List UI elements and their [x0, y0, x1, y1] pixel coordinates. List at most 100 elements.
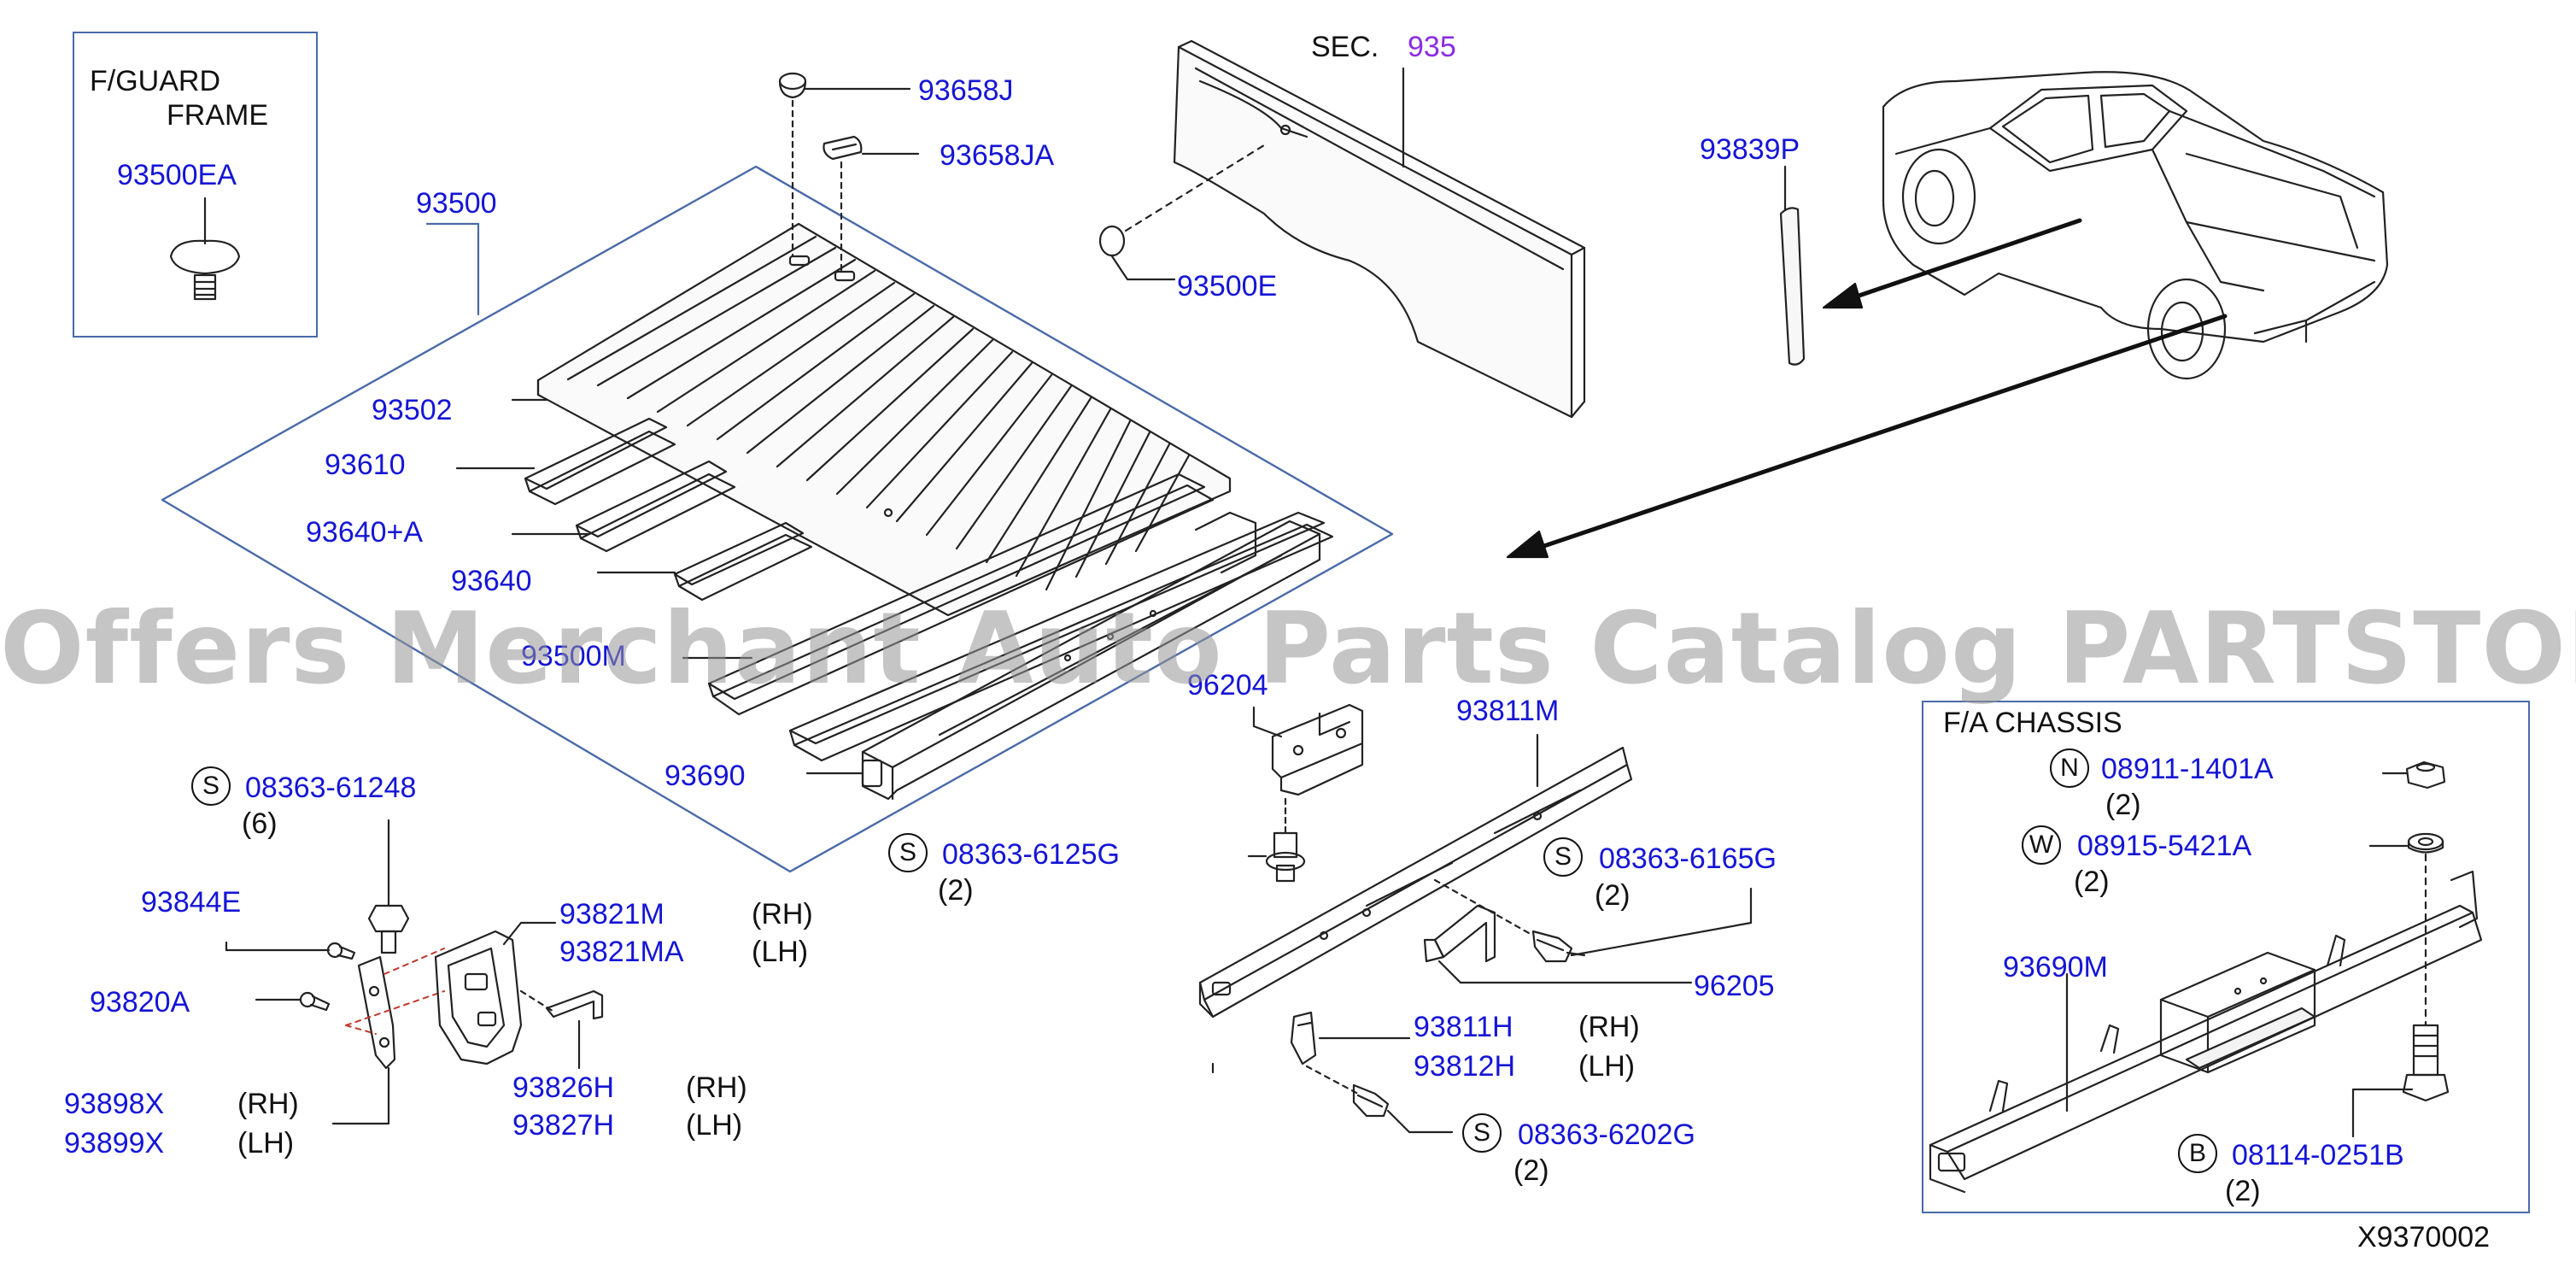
clip-93500EA [169, 197, 241, 301]
side-93898X: (RH) [237, 1088, 299, 1120]
screw-symbol-6202G: S [1462, 1113, 1502, 1153]
qty-08911-1401A: (2) [2105, 789, 2141, 821]
bracket-93821M [434, 930, 523, 1065]
floor-long-rail [788, 511, 1334, 762]
rear-frame-93690 [861, 511, 1321, 801]
section-number[interactable]: 935 [1408, 31, 1456, 63]
watermark-text: Offers Merchant Auto Parts Catalog PARTS… [0, 591, 2576, 707]
cross-member-93640A [575, 460, 736, 553]
leader-96204 [1252, 706, 1283, 738]
bed-floor-panel [536, 222, 1232, 617]
part-93500M[interactable]: 93500M [521, 640, 626, 672]
side-93827H: (LH) [686, 1109, 743, 1142]
bolt-symbol: B [2178, 1134, 2217, 1173]
part-08363-6165G[interactable]: 08363-6165G [1599, 842, 1777, 875]
cap-93500E [1098, 225, 1126, 257]
part-93811M[interactable]: 93811M [1456, 695, 1560, 727]
qty-08363-6125G: (2) [938, 874, 974, 907]
part-08363-6202G[interactable]: 08363-6202G [1518, 1118, 1695, 1151]
part-08911-1401A[interactable]: 08911-1401A [2101, 753, 2274, 785]
cross-member-93610 [524, 417, 676, 506]
part-08363-6125G[interactable]: 08363-6125G [942, 838, 1120, 871]
part-93826H[interactable]: 93826H [512, 1071, 615, 1104]
leader-08363-6202G [1386, 1109, 1454, 1134]
screw-08363-6165G [1433, 878, 1586, 963]
leader-08363-6165G [1570, 887, 1753, 957]
part-93821M[interactable]: 93821M [559, 898, 664, 930]
side-member-93500M [707, 473, 1215, 716]
side-rail-93811M [1198, 746, 1633, 1019]
screw-symbol-6165G: S [1543, 837, 1583, 877]
leader-96205 [1437, 960, 1693, 984]
leader-93898X [331, 1066, 390, 1125]
chassis-frame-93690M [1929, 870, 2483, 1194]
part-93898X[interactable]: 93898X [64, 1088, 165, 1120]
screw-symbol-61248: S [191, 766, 231, 806]
truck-illustration [1882, 71, 2389, 380]
fa-chassis-title: F/A CHASSIS [1943, 707, 2122, 739]
part-96205[interactable]: 96205 [1694, 970, 1775, 1002]
bolt-93844E [326, 942, 356, 960]
part-93640[interactable]: 93640 [451, 565, 532, 597]
nut-symbol: N [2050, 748, 2089, 788]
part-93821MA[interactable]: 93821MA [559, 936, 684, 968]
side-93821M: (RH) [752, 898, 813, 930]
part-08363-61248[interactable]: 08363-61248 [245, 772, 417, 804]
leader-93500E [1110, 255, 1176, 281]
bracket-93826H [545, 989, 604, 1020]
part-93812H[interactable]: 93812H [1414, 1050, 1516, 1083]
qty-08363-6165G: (2) [1595, 879, 1630, 912]
part-93500E[interactable]: 93500E [1177, 270, 1278, 302]
screw-08363-61248 [367, 819, 410, 954]
bed-side-panel [1173, 39, 1586, 419]
clip-93658JA [823, 135, 863, 161]
part-93839P[interactable]: 93839P [1700, 133, 1800, 166]
part-08915-5421A[interactable]: 08915-5421A [2077, 830, 2252, 862]
nut-08911-1401A [2405, 760, 2446, 790]
fguard-title-line2: FRAME [167, 99, 268, 132]
qty-08363-61248: (6) [242, 807, 278, 840]
qty-08114-0251B: (2) [2225, 1175, 2261, 1207]
screw-symbol-6125G: S [888, 833, 928, 872]
fguard-frame-box [73, 32, 318, 338]
diagram-code: X9370002 [2357, 1221, 2491, 1253]
cross-member-93640 [673, 521, 813, 602]
section-prefix: SEC. [1311, 31, 1379, 63]
part-93827H[interactable]: 93827H [512, 1109, 615, 1142]
pointer-arrow-chassis [1506, 314, 2228, 559]
fa-chassis-box [1922, 701, 2530, 1213]
part-08114-0251B[interactable]: 08114-0251B [2232, 1139, 2404, 1171]
side-93812H: (LH) [1578, 1050, 1636, 1083]
part-93610[interactable]: 93610 [325, 449, 406, 481]
side-93826H: (RH) [686, 1071, 747, 1104]
strip-93839P [1779, 207, 1806, 366]
part-93658J[interactable]: 93658J [918, 74, 1014, 107]
part-93658JA[interactable]: 93658JA [940, 139, 1055, 172]
part-93500[interactable]: 93500 [416, 187, 497, 220]
part-93640A[interactable]: 93640+A [306, 516, 424, 549]
part-93690[interactable]: 93690 [664, 760, 746, 792]
fguard-title-line1: F/GUARD [90, 65, 220, 97]
side-93811H: (RH) [1578, 1011, 1640, 1043]
qty-08363-6202G: (2) [1513, 1154, 1549, 1187]
stay-93898X [357, 955, 396, 1070]
bracket-96204 [1271, 703, 1364, 796]
leader-93500 [425, 222, 480, 316]
part-93500EA[interactable]: 93500EA [117, 159, 237, 191]
leader-08114-0251B [2351, 1088, 2414, 1138]
part-93690M[interactable]: 93690M [2003, 951, 2108, 983]
screw-08363-6202G [1352, 1083, 1390, 1118]
part-93502[interactable]: 93502 [372, 394, 453, 426]
part-96204[interactable]: 96204 [1187, 669, 1268, 702]
part-93820A[interactable]: 93820A [90, 986, 190, 1019]
washer-symbol: W [2022, 825, 2061, 865]
side-93821MA: (LH) [752, 936, 809, 968]
washer-08915-5421A [2407, 832, 2444, 854]
bolt-96204 [1265, 797, 1306, 883]
floor-assembly-outline [161, 165, 1394, 873]
part-93811H[interactable]: 93811H [1414, 1011, 1513, 1043]
part-93899X[interactable]: 93899X [64, 1127, 165, 1159]
part-93844E[interactable]: 93844E [141, 886, 242, 919]
qty-08915-5421A: (2) [2074, 866, 2110, 898]
